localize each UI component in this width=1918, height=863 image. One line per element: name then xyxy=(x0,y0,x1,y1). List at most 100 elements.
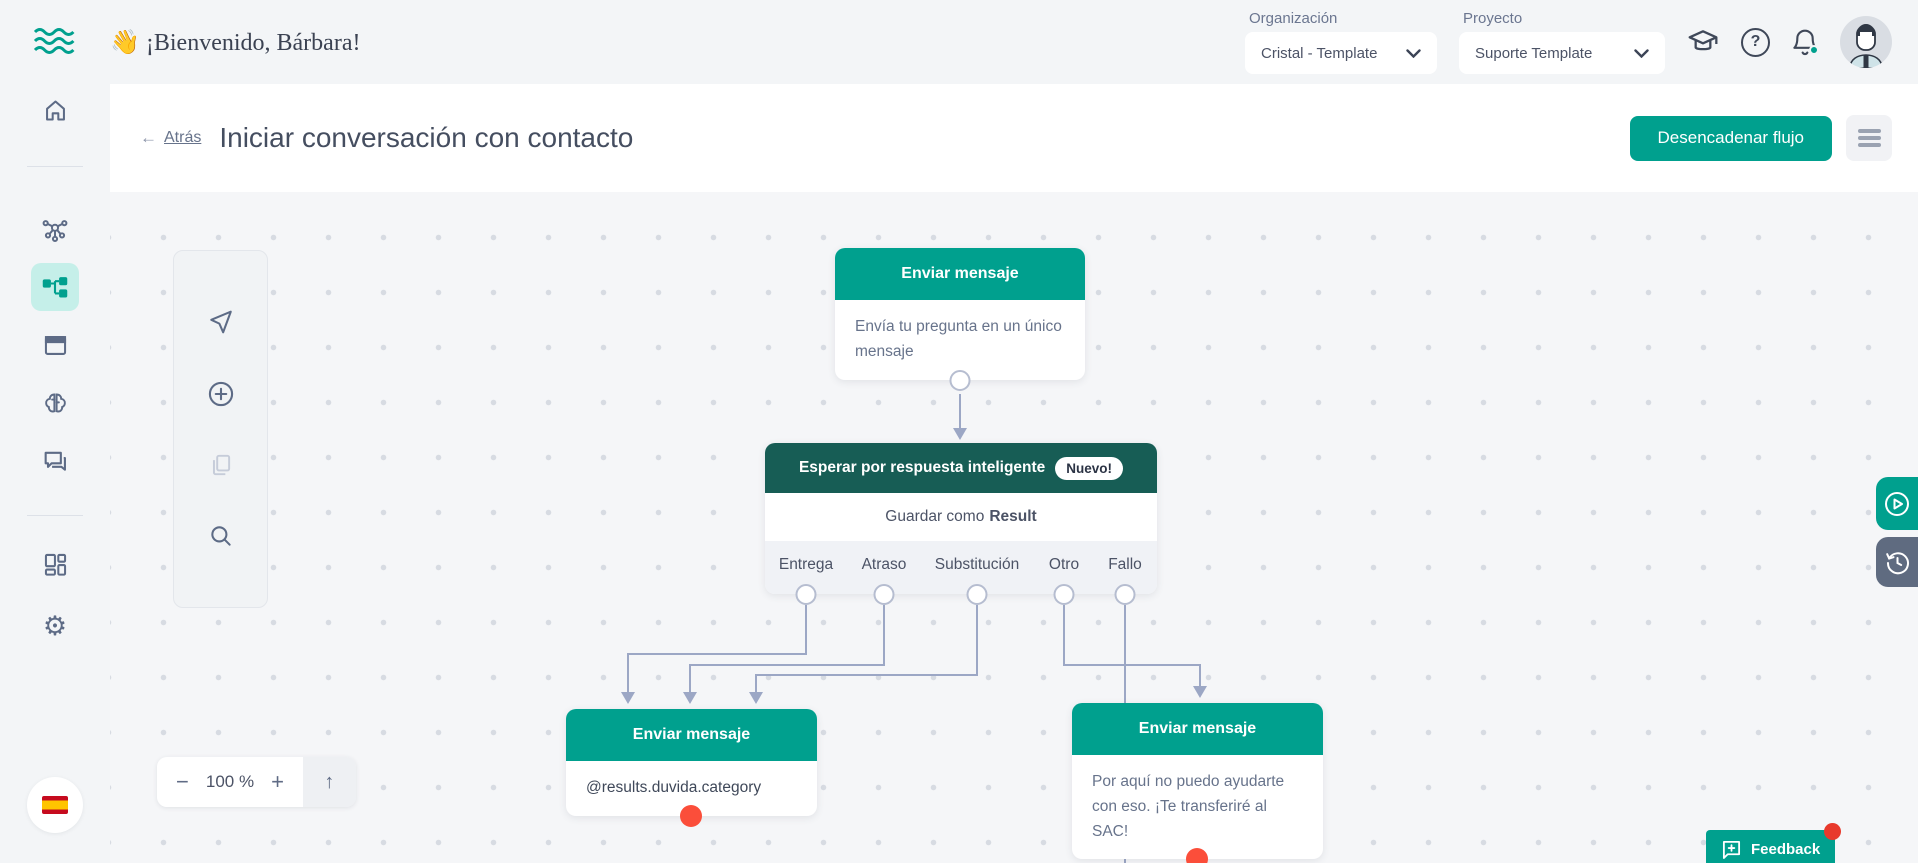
person-illustration-icon xyxy=(1849,24,1883,68)
output-port[interactable] xyxy=(949,369,971,391)
feedback-bubble-icon xyxy=(1722,840,1741,859)
project-select-group: Proyecto Suporte Template xyxy=(1459,10,1665,74)
organization-select-group: Organización Cristal - Template xyxy=(1245,10,1437,74)
chevron-down-icon xyxy=(1406,48,1421,58)
category-fallo: Fallo xyxy=(1108,556,1142,573)
output-port-fallo[interactable] xyxy=(1114,584,1136,605)
sidebar-item-chats[interactable] xyxy=(31,437,79,485)
output-port-atraso[interactable] xyxy=(873,584,895,605)
gear-icon: ⚙ xyxy=(42,610,68,641)
sidebar-divider xyxy=(27,166,83,167)
zoom-controls: − 100 % + ↑ xyxy=(157,757,356,807)
sidebar-item-connections-hub[interactable] xyxy=(31,205,79,253)
unconnected-output-port[interactable] xyxy=(1186,848,1208,863)
organization-value: Cristal - Template xyxy=(1261,44,1378,62)
top-bar: 👋 ¡Bienvenido, Bárbara! Organización Cri… xyxy=(0,0,1918,84)
help-button[interactable]: ? xyxy=(1741,27,1770,57)
feedback-button[interactable]: Feedback xyxy=(1706,823,1842,863)
save-as-row: Guardar como Result xyxy=(885,508,1037,525)
unconnected-output-port[interactable] xyxy=(680,804,702,827)
weni-logo[interactable] xyxy=(0,26,110,58)
category-otro: Otro xyxy=(1048,556,1080,573)
pointer-tool-button[interactable] xyxy=(208,309,234,335)
zoom-in-button[interactable]: + xyxy=(271,769,284,794)
project-select[interactable]: Suporte Template xyxy=(1459,32,1665,74)
node-message-text: @results.duvida.category xyxy=(586,779,762,796)
sidebar-divider xyxy=(27,515,83,516)
new-badge: Nuevo! xyxy=(1055,456,1124,480)
brain-icon xyxy=(44,393,66,412)
category-substitucion: Substitución xyxy=(934,556,1020,573)
project-value: Suporte Template xyxy=(1475,44,1593,62)
user-avatar[interactable] xyxy=(1840,16,1892,68)
category-atraso: Atraso xyxy=(861,556,907,573)
hamburger-icon xyxy=(1857,129,1881,133)
language-selector[interactable] xyxy=(27,777,83,833)
chats-icon xyxy=(44,451,66,471)
zoom-out-button[interactable]: − xyxy=(176,769,189,794)
output-port-entrega[interactable] xyxy=(795,584,817,605)
back-link[interactable]: ← Atrás xyxy=(140,128,202,147)
search-icon xyxy=(210,525,231,546)
question-mark-icon: ? xyxy=(1741,27,1770,57)
hub-network-icon xyxy=(42,220,68,243)
zoom-level: 100 % xyxy=(205,772,255,791)
waves-logo-icon xyxy=(33,28,75,54)
node-categories: Entrega Atraso Substitución Otro Fallo xyxy=(765,541,1157,605)
node-message-text: Envía tu pregunta en un único mensaje xyxy=(855,318,1062,360)
play-circle-icon xyxy=(1885,491,1909,516)
node-message-text: Por aquí no puedo ayudarte con eso. ¡Te … xyxy=(1092,773,1285,840)
academy-button[interactable] xyxy=(1687,27,1719,57)
scroll-to-top-button[interactable]: ↑ xyxy=(302,757,356,807)
feedback-notification-dot xyxy=(1824,823,1842,840)
copy-node-button[interactable] xyxy=(208,452,234,478)
graduation-cap-icon xyxy=(1688,30,1718,51)
output-port-otro[interactable] xyxy=(1053,584,1075,605)
search-node-button[interactable] xyxy=(208,523,234,549)
window-icon xyxy=(44,335,66,355)
sidebar-item-studio[interactable] xyxy=(31,321,79,369)
sidebar-nav: ⚙ xyxy=(0,84,110,863)
sidebar-item-brain[interactable] xyxy=(31,379,79,427)
node-send-message-3[interactable]: Enviar mensaje Por aquí no puedo ayudart… xyxy=(1072,703,1323,863)
organization-select[interactable]: Cristal - Template xyxy=(1245,32,1437,74)
plus-circle-icon xyxy=(208,381,233,406)
notifications-button[interactable] xyxy=(1792,28,1819,57)
sidebar-item-flows[interactable] xyxy=(31,263,79,311)
add-node-button[interactable] xyxy=(207,380,235,408)
flow-header: ← Atrás Iniciar conversación con contact… xyxy=(110,84,1918,192)
sidebar-item-home[interactable] xyxy=(31,86,79,134)
chevron-down-icon xyxy=(1634,48,1649,58)
sidebar-item-settings[interactable]: ⚙ xyxy=(31,602,79,650)
apps-grid-icon xyxy=(44,553,66,576)
copy-icon xyxy=(212,454,230,476)
home-icon xyxy=(45,99,65,121)
notification-badge xyxy=(1809,44,1819,55)
history-tab[interactable] xyxy=(1876,537,1918,587)
category-entrega: Entrega xyxy=(778,556,834,573)
spain-flag-icon xyxy=(42,796,68,814)
node-header: Enviar mensaje xyxy=(835,248,1085,300)
trigger-flow-button[interactable]: Desencadenar flujo xyxy=(1629,115,1832,161)
flow-tree-icon xyxy=(42,277,68,298)
flow-title: Iniciar conversación con contacto xyxy=(219,122,634,153)
node-header: Enviar mensaje xyxy=(566,709,817,761)
welcome-greeting: 👋 ¡Bienvenido, Bárbara! xyxy=(110,29,361,56)
node-header: Enviar mensaje xyxy=(1072,703,1323,755)
canvas-toolbar xyxy=(173,250,268,608)
output-port-substitucion[interactable] xyxy=(966,584,988,605)
node-wait-smart-response[interactable]: Esperar por respuesta inteligente Nuevo!… xyxy=(765,443,1157,605)
project-label: Proyecto xyxy=(1463,10,1523,27)
back-arrow-icon: ← xyxy=(140,128,157,147)
flow-options-menu-button[interactable] xyxy=(1846,115,1892,161)
node-send-message-2[interactable]: Enviar mensaje @results.duvida.category xyxy=(566,709,817,827)
node-send-message-1[interactable]: Enviar mensaje Envía tu pregunta en un ú… xyxy=(835,248,1085,391)
result-variable-name: Result xyxy=(989,508,1037,525)
run-flow-tab[interactable] xyxy=(1876,477,1918,530)
node-header: Esperar por respuesta inteligente Nuevo! xyxy=(765,443,1157,493)
organization-label: Organización xyxy=(1249,10,1338,27)
flow-canvas[interactable]: Enviar mensaje Envía tu pregunta en un ú… xyxy=(110,192,1918,863)
navigation-arrow-icon xyxy=(209,311,232,334)
history-clock-icon xyxy=(1885,551,1909,574)
sidebar-item-apps[interactable] xyxy=(31,540,79,588)
